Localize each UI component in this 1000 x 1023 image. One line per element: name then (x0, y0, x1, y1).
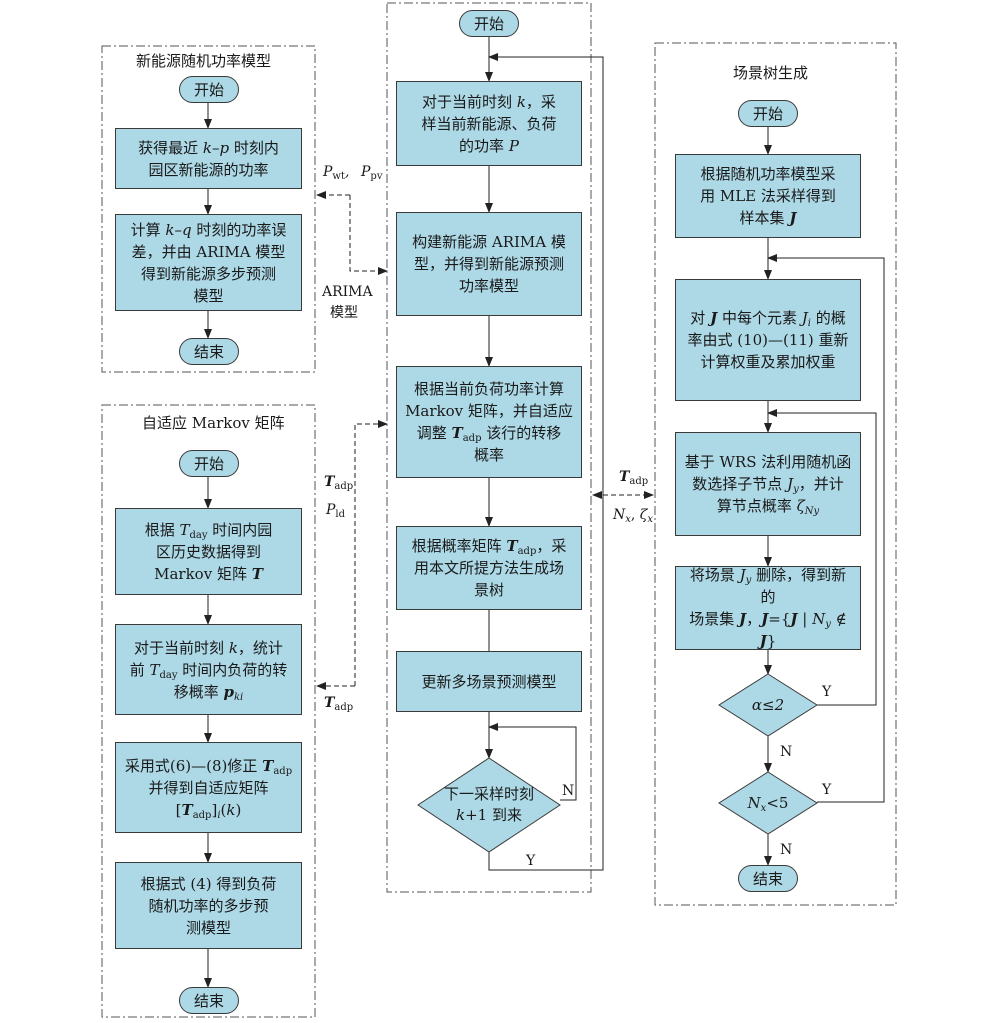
tree-alpha-no-label: N (780, 744, 793, 760)
markov-panel-title: 自适应 Markov 矩阵 (142, 414, 285, 432)
main-start-terminal: 开始 (459, 10, 519, 37)
scene-tree-panel-title: 场景树生成 (733, 64, 809, 82)
tree-step-reweight: 对 J 中每个元素 Ji 的概率由式 (10)—(11) 重新计算权重及累加权重 (675, 279, 861, 401)
tree-start-terminal: 开始 (738, 100, 798, 127)
tree-end-terminal: 结束 (738, 865, 798, 892)
label-p-pv: Ppv (361, 164, 383, 182)
tree-decision-alpha-diamond (718, 673, 818, 737)
label-p-wt: Pwt, (323, 164, 350, 182)
label-t-adp-tree: Tadp (619, 469, 649, 487)
renewable-panel (101, 45, 316, 373)
renewable-end-terminal: 结束 (179, 338, 239, 365)
markov-end-terminal: 结束 (179, 987, 239, 1014)
main-step-sample-power: 对于当前时刻 k，采样当前新能源、负荷的功率 P (396, 81, 582, 166)
main-step-build-arima: 构建新能源 ARIMA 模型，并得到新能源预测功率模型 (396, 212, 582, 316)
label-nx-zeta: Nx, ζx (613, 507, 654, 525)
tree-step-delete-scene: 将场景 Jy 删除，得到新的场景集 J，J={J | Ny ∉ J} (675, 566, 861, 650)
renewable-panel-title: 新能源随机功率模型 (136, 52, 272, 70)
markov-start-terminal: 开始 (179, 450, 239, 477)
markov-step-load-forecast: 根据式 (4) 得到负荷随机功率的多步预测模型 (115, 862, 302, 949)
label-arima-model: 模型 (330, 305, 358, 321)
main-decision-yes-label: Y (526, 853, 536, 869)
markov-step-transition-prob: 对于当前时刻 k，统计前 Tday 时间内负荷的转移概率 pki (115, 624, 302, 715)
main-decision-no-label: N (562, 783, 575, 799)
tree-decision-nx-diamond (718, 771, 818, 835)
scene-tree-panel (654, 42, 897, 906)
main-step-generate-tree: 根据概率矩阵 Tadp，采用本文所提方法生成场景树 (396, 526, 582, 610)
tree-step-wrs-select: 基于 WRS 法利用随机函数选择子节点 Jy，并计算节点概率 ζNy (675, 432, 861, 536)
label-t-adp-upper: Tadp (324, 474, 354, 492)
tree-nx-yes-label: Y (822, 782, 832, 798)
label-t-adp-lower: Tadp (324, 695, 354, 713)
tree-step-mle-sample: 根据随机功率模型采用 MLE 法采样得到样本集 J (675, 154, 861, 238)
renewable-start-terminal: 开始 (179, 76, 239, 103)
renewable-step-acquire-power: 获得最近 k–p 时刻内园区新能源的功率 (115, 128, 302, 189)
tree-alpha-yes-label: Y (822, 684, 832, 700)
main-decision-diamond (417, 757, 561, 853)
main-panel (386, 2, 592, 893)
tree-decision-nx-text: Nx<5 (747, 793, 789, 814)
tree-nx-no-label: N (780, 842, 793, 858)
label-p-ld: Pld (326, 502, 346, 520)
tree-decision-alpha-text: α≤2 (751, 695, 785, 714)
main-step-update-model: 更新多场景预测模型 (396, 651, 582, 712)
markov-panel (101, 404, 316, 1018)
renewable-step-arima-model: 计算 k–q 时刻的功率误差，并由 ARIMA 模型得到新能源多步预测模型 (115, 214, 302, 311)
label-arima: ARIMA (322, 284, 373, 300)
